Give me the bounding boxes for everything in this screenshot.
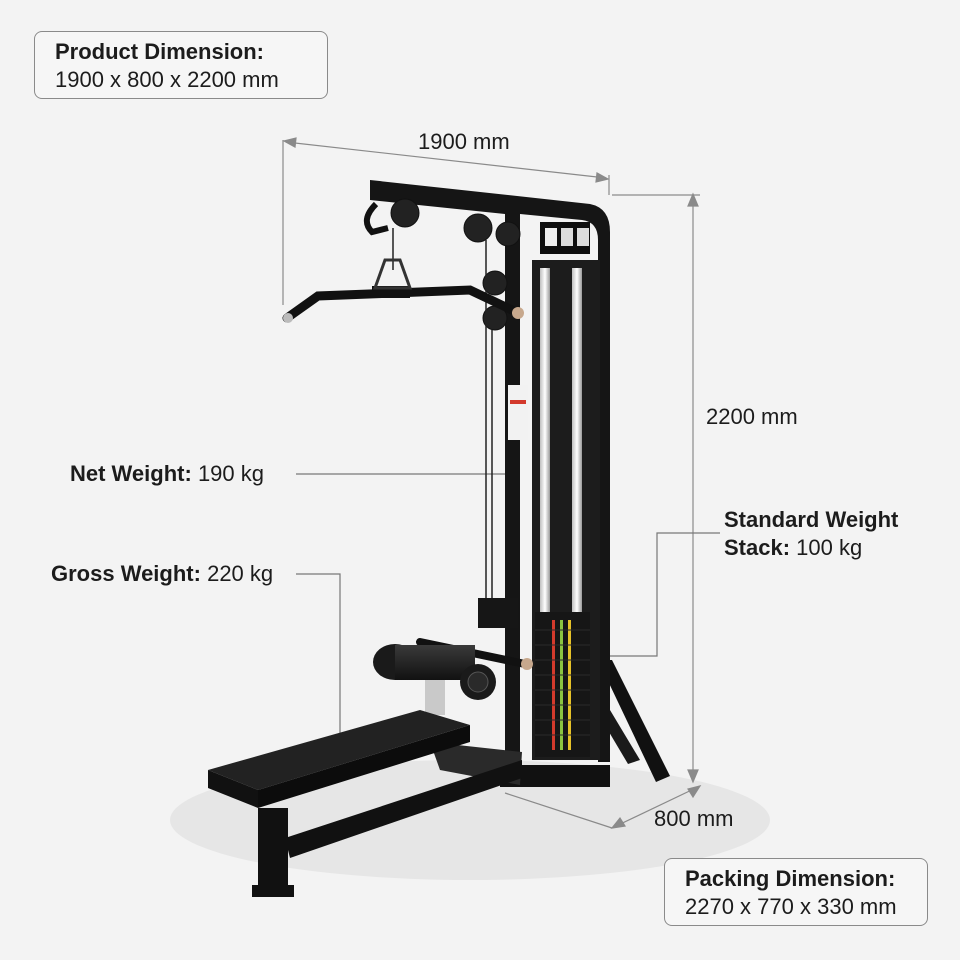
height-dimension-label: 2200 mm: [706, 404, 798, 429]
dimension-lines: [282, 137, 702, 829]
net-weight-value: 190 kg: [197, 461, 264, 486]
weight-stack-title-line2: Stack:: [724, 535, 791, 560]
width-dimension-label: 1900 mm: [418, 129, 510, 154]
net-weight-title: Net Weight:: [70, 461, 192, 486]
product-dimension-box: Product Dimension: 1900 x 800 x 2200 mm: [34, 31, 328, 99]
packing-dimension-box: Packing Dimension: 2270 x 770 x 330 mm: [664, 858, 928, 926]
depth-dimension-label: 800 mm: [654, 806, 734, 831]
gross-weight-label: Gross Weight: 220 kg: [51, 560, 273, 588]
gross-weight-title: Gross Weight:: [51, 561, 201, 586]
weight-stack-label: Standard Weight Stack: 100 kg: [724, 506, 898, 562]
product-dimension-value: 1900 x 800 x 2200 mm: [55, 67, 279, 92]
net-weight-label: Net Weight: 190 kg: [70, 460, 264, 488]
product-dimension-title: Product Dimension:: [55, 39, 265, 64]
weight-stack-value: 100 kg: [796, 535, 863, 560]
leader-lines: [296, 473, 720, 738]
packing-dimension-title: Packing Dimension:: [685, 866, 896, 891]
weight-stack-title-line1: Standard Weight: [724, 507, 899, 532]
packing-dimension-value: 2270 x 770 x 330 mm: [685, 894, 897, 919]
gross-weight-value: 220 kg: [207, 561, 274, 586]
weight-stack: [535, 612, 590, 757]
